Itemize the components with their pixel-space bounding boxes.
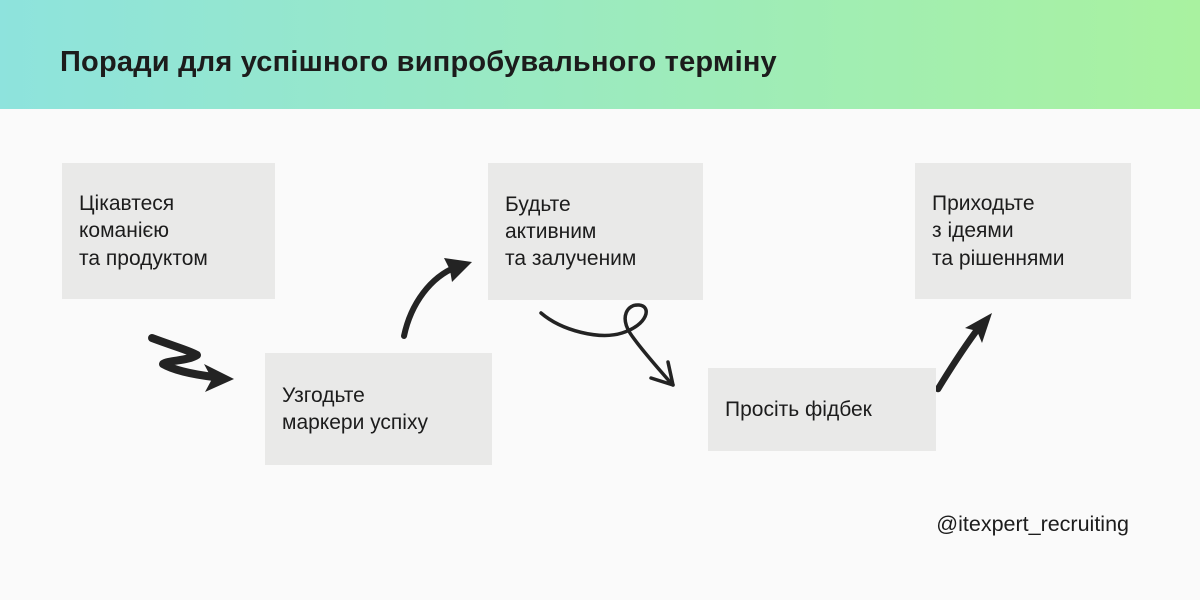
step-box-success-markers: Узгодьте маркери успіху xyxy=(265,353,492,465)
step-label: Узгодьте маркери успіху xyxy=(282,383,428,434)
author-handle: @itexpert_recruiting xyxy=(936,512,1129,536)
zigzag-arrow-icon xyxy=(148,334,234,392)
step-box-interest-in-team: Цікавтеся команією та продуктом xyxy=(62,163,275,299)
step-label: Просіть фідбек xyxy=(725,397,872,421)
curved-up-arrow-icon xyxy=(401,258,472,339)
loop-arrow-icon xyxy=(539,303,675,387)
step-label: Приходьте з ідеями та рішеннями xyxy=(932,192,1065,270)
step-box-be-active: Будьте активним та залученим xyxy=(488,163,703,300)
page-title: Поради для успішного випробувального тер… xyxy=(60,46,777,78)
step-box-bring-ideas: Приходьте з ідеями та рішеннями xyxy=(915,163,1131,299)
step-box-ask-feedback: Просіть фідбек xyxy=(708,368,936,451)
step-label: Будьте активним та залученим xyxy=(505,192,637,271)
step-label: Цікавтеся команією та продуктом xyxy=(79,192,208,270)
header-banner: Поради для успішного випробувального тер… xyxy=(0,0,1200,109)
straight-up-arrow-icon xyxy=(934,313,992,393)
